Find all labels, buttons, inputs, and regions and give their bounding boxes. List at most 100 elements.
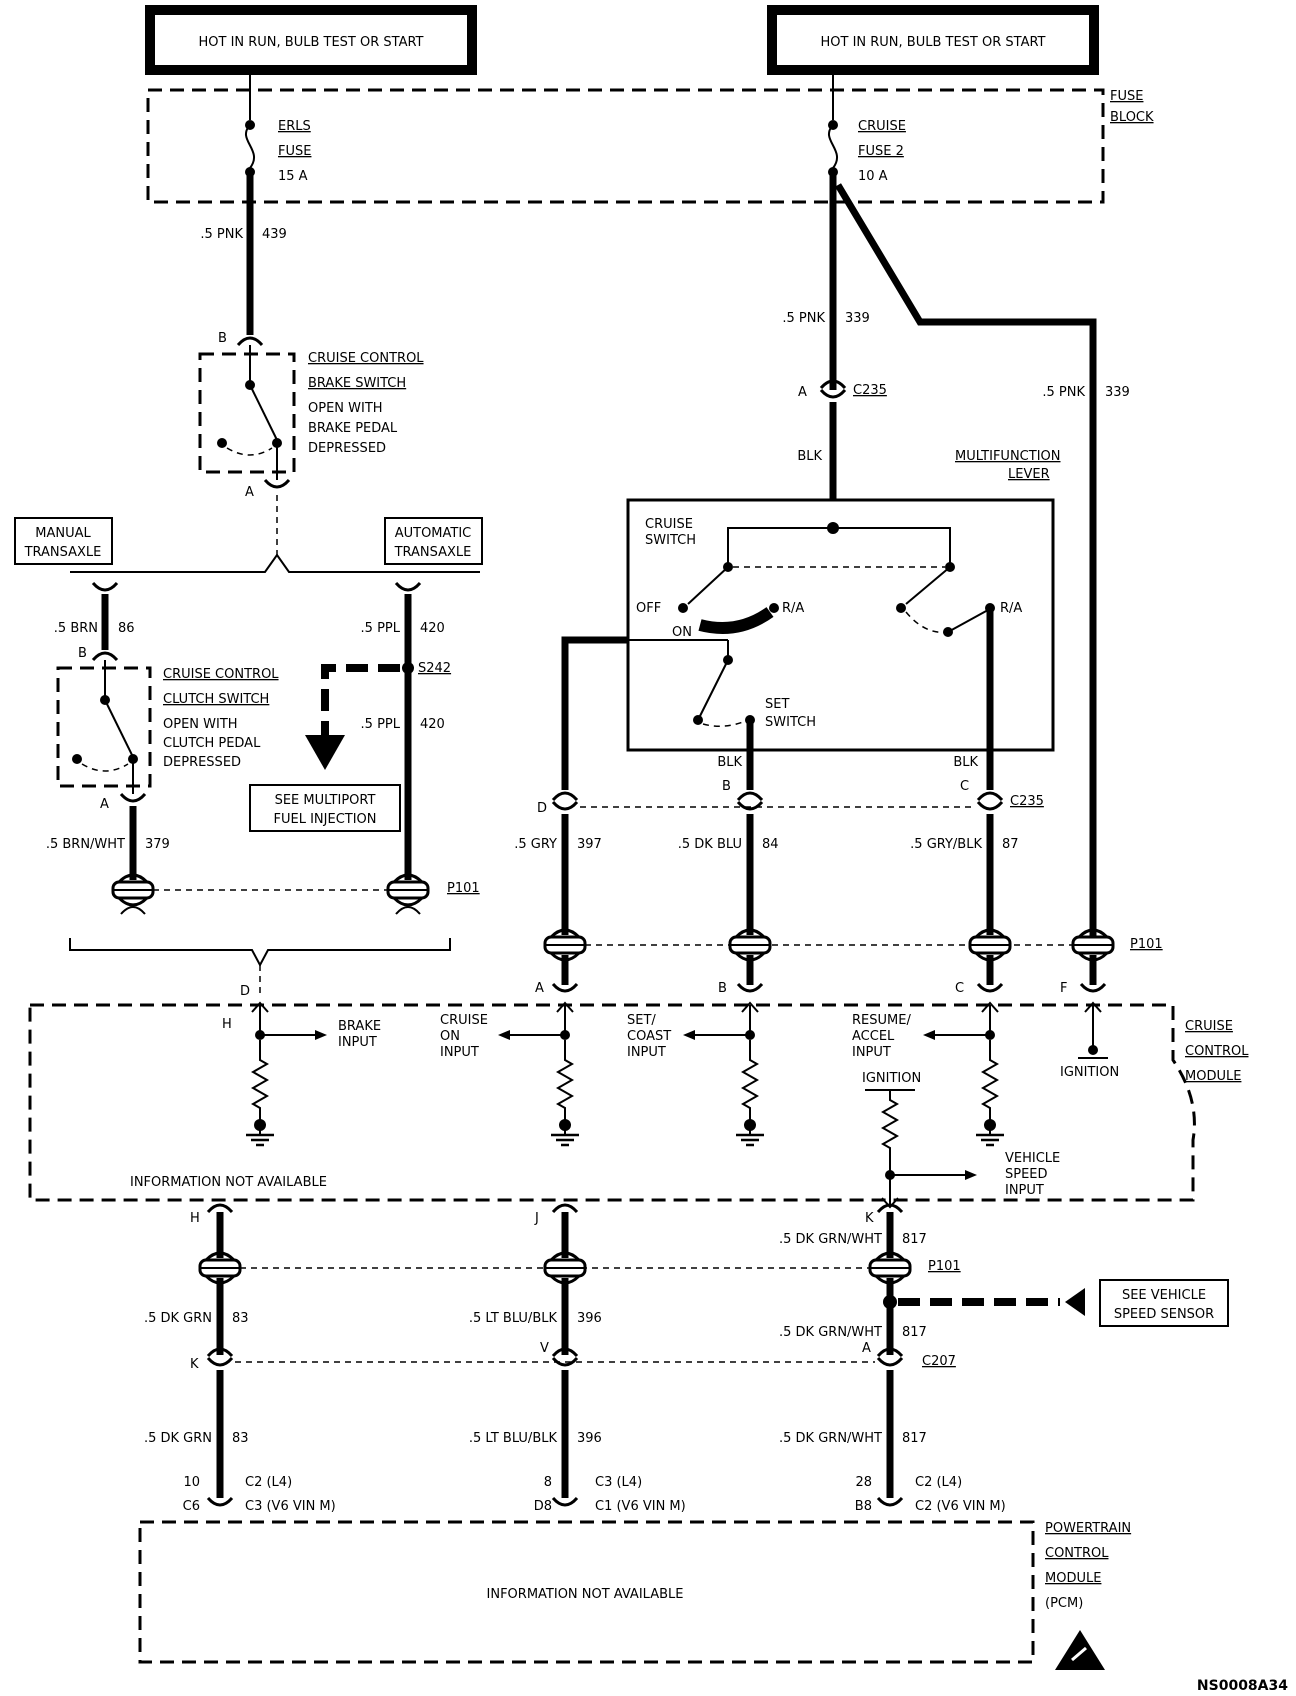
svg-text:CONTROL: CONTROL [1045, 1546, 1109, 1561]
s242-splice [402, 662, 414, 674]
svg-text:P101: P101 [1130, 937, 1163, 952]
svg-text:INPUT: INPUT [1005, 1183, 1044, 1198]
svg-text:.5 LT BLU/BLK: .5 LT BLU/BLK [469, 1311, 558, 1326]
set-switch-label: SET [765, 697, 789, 712]
svg-text:.5 GRY: .5 GRY [514, 837, 557, 852]
erls-fuse-label: ERLS [278, 119, 311, 134]
transaxle-bracket [70, 553, 480, 573]
brake-input-label: BRAKE [338, 1019, 381, 1034]
svg-text:INPUT: INPUT [440, 1045, 479, 1060]
svg-text:ON: ON [672, 625, 692, 640]
power-box-right: HOT IN RUN, BULB TEST OR START [767, 5, 1099, 75]
svg-text:S242: S242 [418, 661, 451, 676]
svg-text:A: A [862, 1341, 871, 1356]
ccm-info: INFORMATION NOT AVAILABLE [130, 1175, 327, 1190]
svg-text:MODULE: MODULE [1185, 1069, 1241, 1084]
svg-text:.5 DK GRN/WHT: .5 DK GRN/WHT [779, 1232, 882, 1247]
svg-text:87: 87 [1002, 837, 1019, 852]
clutch-switch-label: CRUISE CONTROL [163, 667, 279, 682]
svg-text:ON: ON [440, 1029, 460, 1044]
svg-text:83: 83 [232, 1431, 249, 1446]
svg-text:B: B [218, 331, 227, 346]
mpfi-leader [321, 664, 400, 735]
power-label-left: HOT IN RUN, BULB TEST OR START [198, 35, 423, 50]
svg-text:CLUTCH SWITCH: CLUTCH SWITCH [163, 692, 269, 707]
svg-text:396: 396 [577, 1311, 602, 1326]
svg-text:(PCM): (PCM) [1045, 1596, 1083, 1611]
c235-label: C235 [853, 383, 887, 398]
svg-text:A: A [245, 485, 254, 500]
svg-text:SPEED SENSOR: SPEED SENSOR [1114, 1307, 1214, 1322]
svg-text:10 A: 10 A [858, 169, 888, 184]
svg-text:INPUT: INPUT [852, 1045, 891, 1060]
svg-text:86: 86 [118, 621, 135, 636]
svg-text:R/A: R/A [1000, 601, 1022, 616]
svg-text:.5 GRY/BLK: .5 GRY/BLK [910, 837, 982, 852]
svg-text:C: C [955, 981, 964, 996]
svg-text:439: 439 [262, 227, 287, 242]
cruise-on-slider [698, 607, 774, 634]
svg-text:C2 (L4): C2 (L4) [245, 1475, 292, 1490]
svg-text:B8: B8 [855, 1499, 872, 1514]
set-coast-input-label: SET/ [627, 1013, 656, 1028]
svg-text:FUSE: FUSE [278, 144, 311, 159]
svg-text:420: 420 [420, 621, 445, 636]
svg-text:BLK: BLK [717, 755, 742, 770]
svg-text:LEVER: LEVER [1008, 467, 1050, 482]
svg-text:.5 DK GRN: .5 DK GRN [144, 1311, 212, 1326]
svg-text:C6: C6 [183, 1499, 200, 1514]
svg-text:.5 PNK: .5 PNK [782, 311, 825, 326]
svg-text:C207: C207 [922, 1354, 956, 1369]
ccm-label: CRUISE [1185, 1019, 1233, 1034]
svg-text:.5 DK GRN/WHT: .5 DK GRN/WHT [779, 1431, 882, 1446]
svg-text:B: B [722, 779, 731, 794]
svg-text:C1 (V6 VIN M): C1 (V6 VIN M) [595, 1499, 686, 1514]
svg-text:B: B [78, 646, 87, 661]
svg-text:F: F [1060, 981, 1067, 996]
svg-text:396: 396 [577, 1431, 602, 1446]
svg-text:K: K [190, 1357, 199, 1372]
figure-id: NS0008A34 [1197, 1678, 1288, 1694]
svg-text:BLK: BLK [797, 449, 822, 464]
svg-text:J: J [534, 1211, 539, 1226]
power-label-right: HOT IN RUN, BULB TEST OR START [820, 35, 1045, 50]
see-mpfi-box [249, 784, 401, 832]
ignition-inner-label: IGNITION [862, 1071, 921, 1086]
svg-text:BLK: BLK [953, 755, 978, 770]
esd-warning-icon [1055, 1630, 1105, 1670]
svg-text:.5 PPL: .5 PPL [361, 621, 401, 636]
brake-switch [198, 352, 296, 474]
svg-text:817: 817 [902, 1325, 927, 1340]
vss-input-label: VEHICLE [1005, 1151, 1060, 1166]
see-vss-box [1099, 1279, 1229, 1327]
svg-text:R/A: R/A [782, 601, 804, 616]
svg-text:.5 PPL: .5 PPL [361, 717, 401, 732]
svg-text:420: 420 [420, 717, 445, 732]
svg-text:83: 83 [232, 1311, 249, 1326]
svg-text:OFF: OFF [636, 601, 661, 616]
svg-text:10: 10 [183, 1475, 200, 1490]
fuse-block [146, 88, 1105, 204]
svg-text:.5 DK GRN/WHT: .5 DK GRN/WHT [779, 1325, 882, 1340]
svg-text:817: 817 [902, 1431, 927, 1446]
svg-text:H: H [222, 1017, 232, 1032]
svg-text:C2 (V6 VIN M): C2 (V6 VIN M) [915, 1499, 1006, 1514]
svg-text:379: 379 [145, 837, 170, 852]
svg-text:INPUT: INPUT [627, 1045, 666, 1060]
svg-text:DEPRESSED: DEPRESSED [163, 755, 241, 770]
svg-text:A: A [798, 385, 807, 400]
svg-text:K: K [865, 1211, 874, 1226]
svg-text:C235: C235 [1010, 794, 1044, 809]
svg-text:.5 LT BLU/BLK: .5 LT BLU/BLK [469, 1431, 558, 1446]
pcm-label: POWERTRAIN [1045, 1521, 1131, 1536]
resume-input-label: RESUME/ [852, 1013, 911, 1028]
svg-text:28: 28 [855, 1475, 872, 1490]
svg-text:339: 339 [845, 311, 870, 326]
svg-text:8: 8 [544, 1475, 552, 1490]
powertrain-control-module [138, 1520, 1035, 1664]
svg-text:SEE VEHICLE: SEE VEHICLE [1122, 1288, 1206, 1303]
svg-text:TRANSAXLE: TRANSAXLE [394, 545, 472, 560]
svg-text:B: B [718, 981, 727, 996]
svg-text:COAST: COAST [627, 1029, 671, 1044]
